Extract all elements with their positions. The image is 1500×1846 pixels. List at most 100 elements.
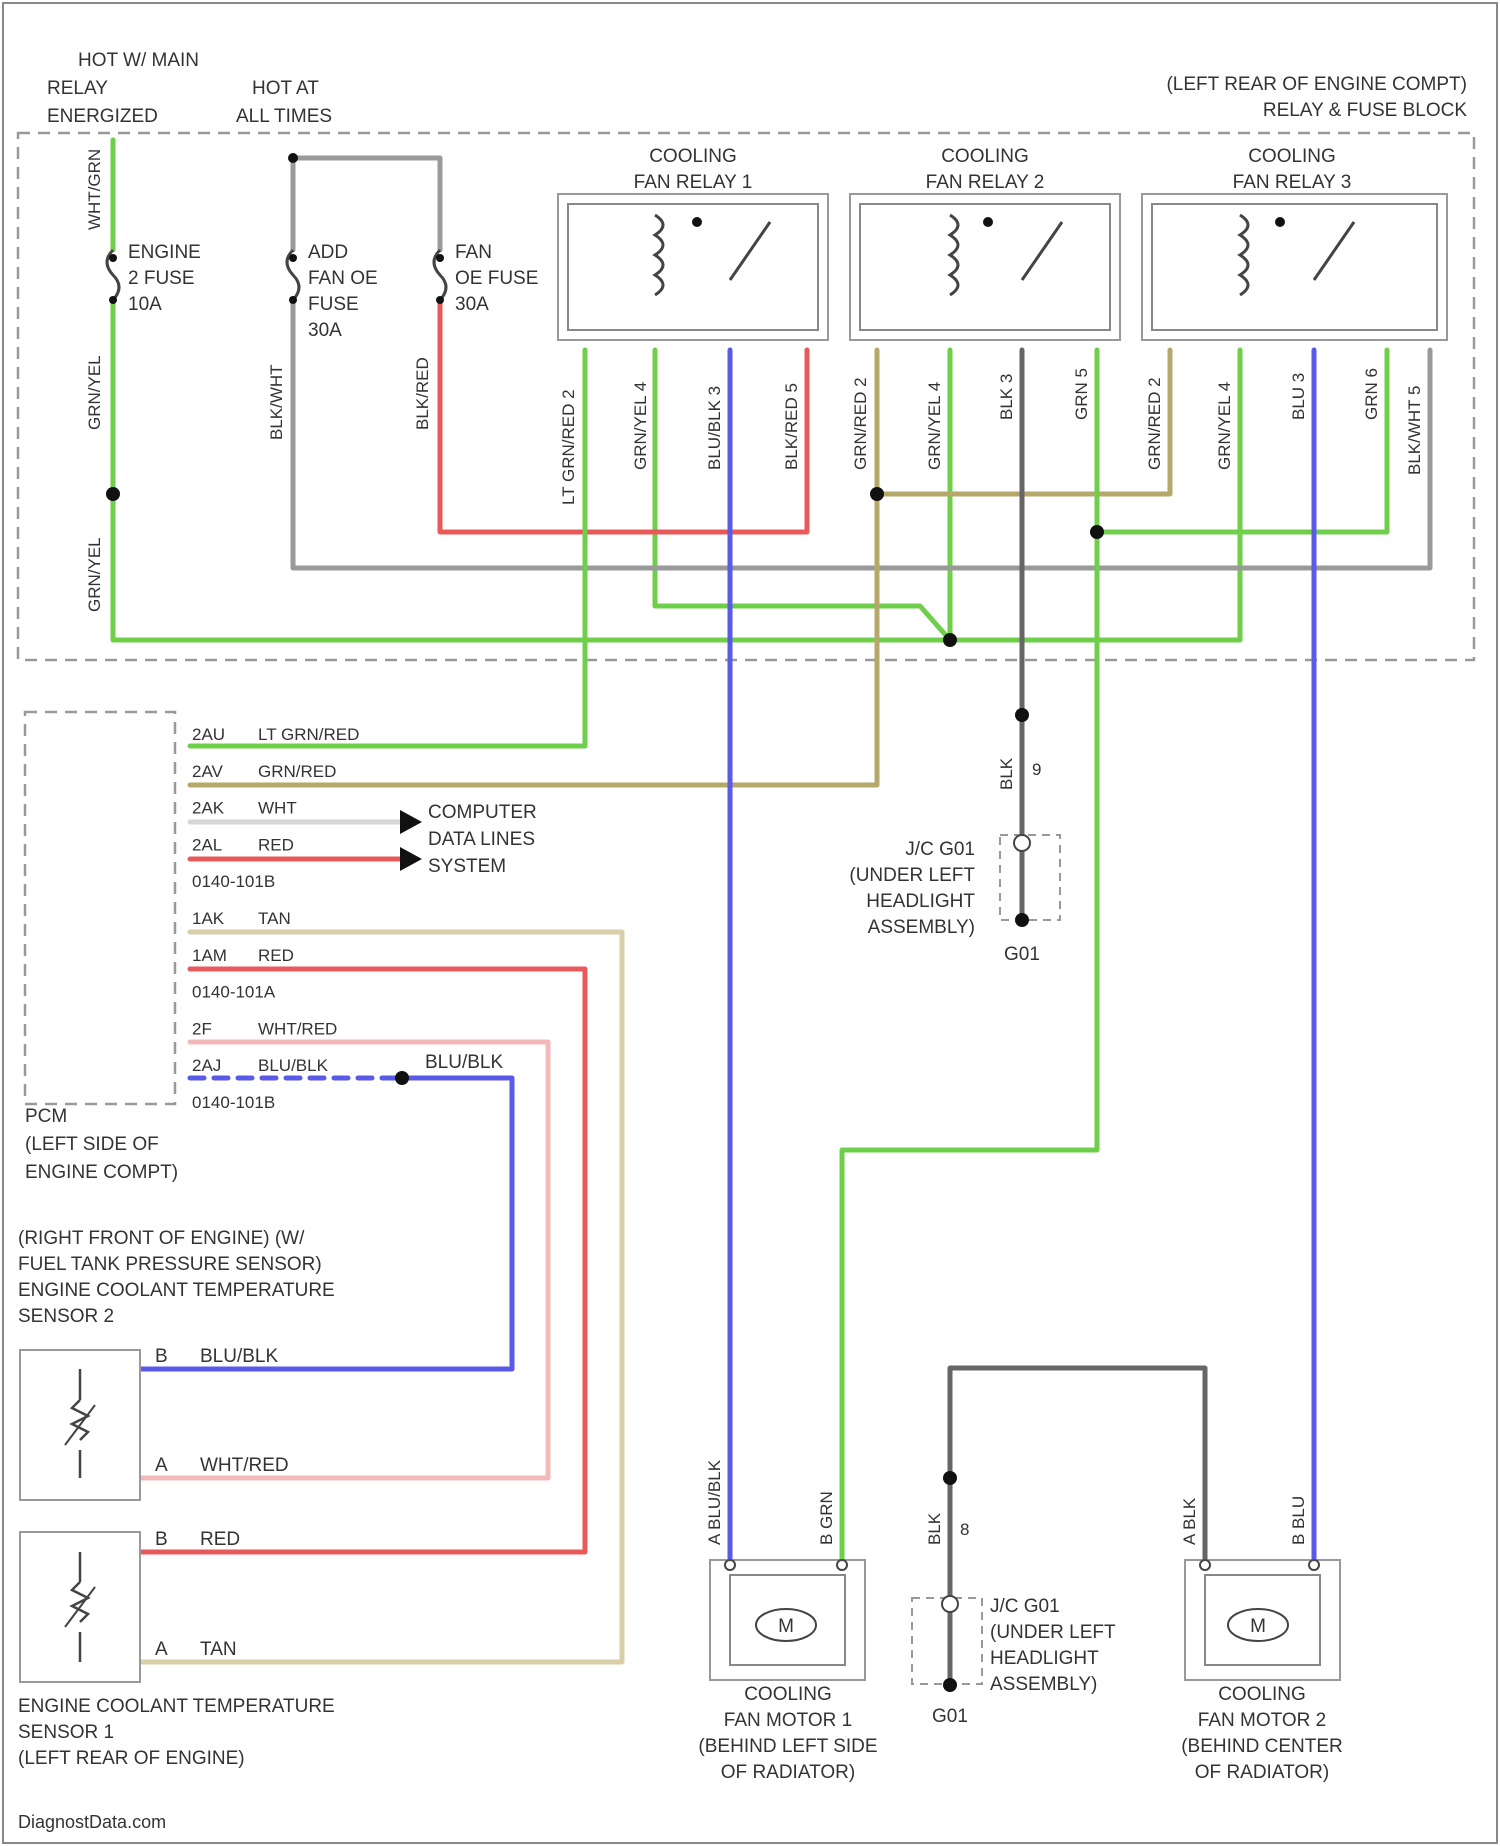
- svg-text:G01: G01: [1004, 944, 1040, 965]
- svg-text:FAN MOTOR 1: FAN MOTOR 1: [724, 1710, 852, 1731]
- svg-text:OF RADIATOR): OF RADIATOR): [721, 1762, 855, 1783]
- svg-text:COOLING: COOLING: [1248, 146, 1336, 167]
- pcm-pin-wire: RED: [258, 835, 294, 854]
- sensor-1-label: ENGINE COOLANT TEMPERATURE SENSOR 1 (LEF…: [18, 1696, 335, 1769]
- svg-text:9: 9: [1032, 760, 1041, 779]
- pcm-connector-id: 0140-101B: [192, 1093, 275, 1112]
- svg-text:OF RADIATOR): OF RADIATOR): [1195, 1762, 1329, 1783]
- svg-text:A BLU/BLK: A BLU/BLK: [705, 1459, 724, 1545]
- svg-text:ENGINE COMPT): ENGINE COMPT): [25, 1162, 178, 1183]
- wire-hot-bus: [293, 158, 440, 250]
- svg-text:GRN/YEL 4: GRN/YEL 4: [1215, 382, 1234, 470]
- svg-text:(LEFT REAR OF ENGINE): (LEFT REAR OF ENGINE): [18, 1748, 245, 1769]
- svg-text:HEADLIGHT: HEADLIGHT: [990, 1648, 1099, 1669]
- svg-text:ENERGIZED: ENERGIZED: [47, 106, 158, 127]
- footer-credit: DiagnostData.com: [18, 1812, 166, 1832]
- svg-text:A: A: [155, 1639, 168, 1660]
- svg-text:GRN/YEL: GRN/YEL: [85, 355, 104, 430]
- svg-text:FAN RELAY 1: FAN RELAY 1: [634, 172, 753, 193]
- svg-text:FAN OE: FAN OE: [308, 268, 378, 289]
- svg-text:B GRN: B GRN: [817, 1491, 836, 1545]
- svg-text:B: B: [155, 1529, 168, 1550]
- pcm-pin-wire: BLU/BLK: [258, 1056, 329, 1075]
- svg-text:ENGINE COOLANT TEMPERATURE: ENGINE COOLANT TEMPERATURE: [18, 1696, 335, 1717]
- pcm-pin-number: 2F: [192, 1019, 212, 1038]
- svg-text:BLK/RED: BLK/RED: [413, 357, 432, 430]
- cooling-fan-relay-2: COOLING FAN RELAY 2: [850, 146, 1120, 340]
- sensor-2-label: (RIGHT FRONT OF ENGINE) (W/ FUEL TANK PR…: [18, 1228, 335, 1327]
- cooling-fan-relay-1: COOLING FAN RELAY 1: [558, 146, 828, 340]
- svg-text:GRN/YEL 4: GRN/YEL 4: [631, 382, 650, 470]
- wire-grn-yel-main: [113, 300, 1240, 640]
- svg-text:GRN/RED 2: GRN/RED 2: [1145, 377, 1164, 470]
- svg-text:ENGINE: ENGINE: [128, 242, 201, 263]
- pcm-pin-number: 2AV: [192, 762, 224, 781]
- svg-text:A BLK: A BLK: [1180, 1497, 1199, 1545]
- svg-text:WHT/RED: WHT/RED: [200, 1455, 289, 1476]
- svg-text:ADD: ADD: [308, 242, 348, 263]
- svg-text:WHT/GRN: WHT/GRN: [85, 149, 104, 230]
- pcm-outline: [25, 712, 175, 1104]
- svg-text:BLK: BLK: [925, 1512, 944, 1545]
- wire-blu-blk-sensor2: [140, 1078, 512, 1369]
- junction-ground-top: BLK 9 J/C G01 (UNDER LEFT HEADLIGHT ASSE…: [849, 708, 1060, 965]
- junction-ground-bottom: BLK 8 J/C G01 (UNDER LEFT HEADLIGHT ASSE…: [912, 1471, 1116, 1727]
- pcm-connector-id: 0140-101B: [192, 872, 275, 891]
- svg-text:GRN/YEL 4: GRN/YEL 4: [925, 382, 944, 470]
- svg-text:M: M: [1250, 1616, 1266, 1637]
- svg-text:M: M: [778, 1616, 794, 1637]
- svg-text:(LEFT SIDE OF: (LEFT SIDE OF: [25, 1134, 159, 1155]
- svg-text:GRN/RED 2: GRN/RED 2: [851, 377, 870, 470]
- svg-text:RED: RED: [200, 1529, 240, 1550]
- pcm-label: PCM (LEFT SIDE OF ENGINE COMPT): [25, 1106, 178, 1183]
- svg-text:J/C G01: J/C G01: [905, 839, 975, 860]
- svg-text:COOLING: COOLING: [941, 146, 1029, 167]
- pcm-pin-wire: WHT/RED: [258, 1019, 337, 1038]
- pcm-pin-wire: WHT: [258, 799, 297, 818]
- svg-text:BLK/WHT 5: BLK/WHT 5: [1405, 386, 1424, 475]
- blu-blk-splice: [395, 1071, 409, 1085]
- svg-text:SENSOR 1: SENSOR 1: [18, 1722, 114, 1743]
- svg-text:RELAY & FUSE BLOCK: RELAY & FUSE BLOCK: [1263, 100, 1467, 121]
- svg-text:BLK/RED 5: BLK/RED 5: [782, 383, 801, 470]
- fuse-add-fan-oe: ADD FAN OE FUSE 30A: [287, 153, 378, 341]
- svg-text:2 FUSE: 2 FUSE: [128, 268, 195, 289]
- pcm-pin-number: 2AJ: [192, 1056, 221, 1075]
- svg-text:(UNDER LEFT: (UNDER LEFT: [990, 1622, 1116, 1643]
- svg-text:DATA LINES: DATA LINES: [428, 829, 535, 850]
- fuse-engine-2: ENGINE 2 FUSE 10A: [107, 242, 201, 315]
- svg-text:RELAY: RELAY: [47, 78, 108, 99]
- svg-text:(LEFT REAR OF ENGINE COMPT): (LEFT REAR OF ENGINE COMPT): [1166, 74, 1467, 95]
- svg-text:COOLING: COOLING: [1218, 1684, 1306, 1705]
- svg-text:GRN 6: GRN 6: [1362, 368, 1381, 420]
- relay-block-label: (LEFT REAR OF ENGINE COMPT) RELAY & FUSE…: [1166, 74, 1467, 121]
- svg-text:J/C G01: J/C G01: [990, 1596, 1060, 1617]
- svg-text:HEADLIGHT: HEADLIGHT: [866, 891, 975, 912]
- pcm-pin-wire: RED: [258, 946, 294, 965]
- pcm-pin-wire: LT GRN/RED: [258, 725, 359, 744]
- wire-lt-grn-red: [190, 350, 585, 746]
- svg-text:OE FUSE: OE FUSE: [455, 268, 538, 289]
- svg-text:FAN RELAY 2: FAN RELAY 2: [926, 172, 1045, 193]
- svg-text:(BEHIND CENTER: (BEHIND CENTER: [1181, 1736, 1343, 1757]
- pcm-pin-number: 2AK: [192, 799, 225, 818]
- svg-text:GRN/YEL: GRN/YEL: [85, 537, 104, 612]
- svg-text:ASSEMBLY): ASSEMBLY): [990, 1674, 1097, 1695]
- svg-text:ASSEMBLY): ASSEMBLY): [868, 917, 975, 938]
- svg-text:30A: 30A: [455, 294, 489, 315]
- svg-text:(UNDER LEFT: (UNDER LEFT: [849, 865, 975, 886]
- pcm-pin-number: 1AK: [192, 909, 225, 928]
- pcm-pin-number: 1AM: [192, 946, 227, 965]
- svg-text:FUEL TANK PRESSURE SENSOR): FUEL TANK PRESSURE SENSOR): [18, 1254, 322, 1275]
- svg-text:8: 8: [960, 1520, 969, 1539]
- pcm-pin-wire: TAN: [258, 909, 291, 928]
- svg-text:G01: G01: [932, 1706, 968, 1727]
- computer-data-lines: COMPUTER DATA LINES SYSTEM: [400, 802, 537, 877]
- svg-text:BLU 3: BLU 3: [1289, 373, 1308, 420]
- svg-text:BLK/WHT: BLK/WHT: [267, 364, 286, 440]
- svg-text:BLK 3: BLK 3: [997, 374, 1016, 420]
- pcm-connector-id: 0140-101A: [192, 983, 276, 1002]
- pcm-pin-number: 2AU: [192, 725, 225, 744]
- svg-text:BLU/BLK 3: BLU/BLK 3: [705, 386, 724, 470]
- blu-blk-splice-label: BLU/BLK: [425, 1052, 503, 1073]
